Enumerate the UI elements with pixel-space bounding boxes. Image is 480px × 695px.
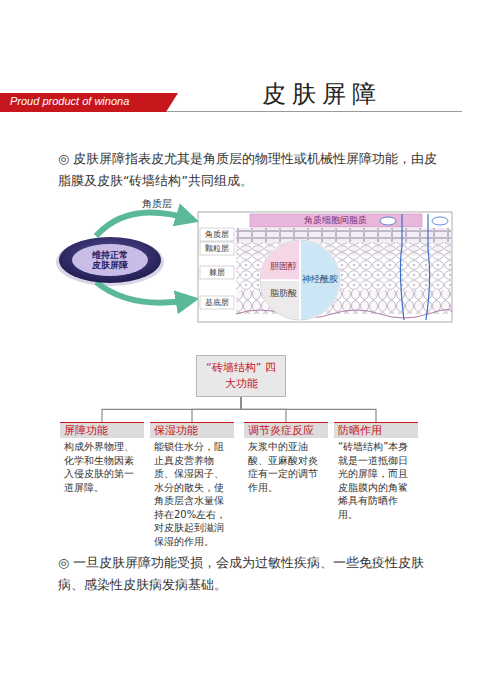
function-heading: 屏障功能 [60, 422, 144, 438]
lipid-band [250, 214, 422, 227]
stratum-granulosum [236, 242, 451, 256]
layer-label: 基底层 [201, 298, 233, 308]
brand-tag: Proud product of winona [10, 95, 129, 108]
pie-slice [300, 240, 340, 320]
lipid-label: 角质细胞间脂质 [304, 215, 367, 226]
layer-tag [200, 228, 234, 241]
paragraph: ◎ 皮肤屏障指表皮尤其是角质层的物理性或机械性屏障功能，由皮脂膜及皮肤“砖墙结构… [58, 148, 440, 192]
tree-connector [192, 397, 241, 422]
tree-connector [102, 397, 241, 422]
function-body: 构成外界物理、化学和生物因素入侵皮肤的第一道屏障。 [60, 438, 144, 494]
function-heading: 调节炎症反应 [244, 422, 328, 438]
stratum-corneum [236, 228, 451, 242]
pie-outline [260, 240, 340, 320]
layer-tag [200, 242, 234, 255]
function-box: 保湿功能能锁住水分，阻止真皮营养物质、保湿因子、水分的散失，使角质层含水量保持在… [150, 422, 234, 548]
function-box: 防晒作用“砖墙结构”本身就是一道抵御日光的屏障，而且皮脂膜内的角鲨烯具有防晒作用… [334, 422, 418, 521]
receptor [432, 217, 448, 225]
function-body: 灰浆中的亚油酸、亚麻酸对炎症有一定的调节作用。 [244, 438, 328, 494]
green-arrow [96, 212, 190, 236]
hub-heading: “砖墙结构” 四大功能 [201, 360, 281, 392]
header-bar [0, 93, 178, 112]
disk-label: 维持正常皮肤屏障 [90, 250, 130, 271]
function-heading: 防晒作用 [334, 422, 418, 438]
page-title: 皮肤屏障 [262, 78, 382, 110]
pie-slice [260, 240, 300, 280]
nerve-fibre [400, 214, 404, 320]
function-hub-box: “砖墙结构” 四大功能 [196, 355, 286, 397]
pie-slice [260, 280, 300, 320]
green-arrow [96, 282, 190, 303]
pie-label: 脂肪酸 [270, 288, 297, 298]
nerve-fibre [426, 214, 430, 320]
oval-inner [72, 244, 148, 276]
pie-label: 胆固醇 [270, 261, 297, 271]
basement-membrane [236, 309, 452, 318]
layer-label: 角质层 [201, 230, 233, 240]
oval-disk [59, 237, 161, 283]
pie-label: 神经酰胺 [302, 274, 338, 284]
layer-tag [200, 296, 234, 309]
tree-connector [241, 397, 376, 422]
function-body: “砖墙结构”本身就是一道抵御日光的屏障，而且皮脂膜内的角鲨烯具有防晒作用。 [334, 438, 418, 521]
function-heading: 保湿功能 [150, 422, 234, 438]
function-body: 能锁住水分，阻止真皮营养物质、保湿因子、水分的散失，使角质层含水量保持在20%左… [150, 438, 234, 548]
layer-title: 角质层 [142, 198, 172, 210]
layer-label: 棘层 [201, 268, 233, 278]
layer-label: 颗粒层 [201, 244, 233, 254]
receptor [380, 217, 396, 225]
oval-shadow [56, 238, 164, 286]
function-box: 调节炎症反应灰浆中的亚油酸、亚麻酸对炎症有一定的调节作用。 [244, 422, 328, 494]
function-box: 屏障功能构成外界物理、化学和生物因素入侵皮肤的第一道屏障。 [60, 422, 144, 494]
skin-section [198, 212, 452, 322]
layer-tag [200, 266, 234, 279]
barrier-disk: 维持正常皮肤屏障 [58, 236, 162, 284]
paragraph: ◎ 一旦皮肤屏障功能受损，会成为过敏性疾病、一些免疫性皮肤病、感染性皮肤病发病基… [58, 552, 440, 596]
